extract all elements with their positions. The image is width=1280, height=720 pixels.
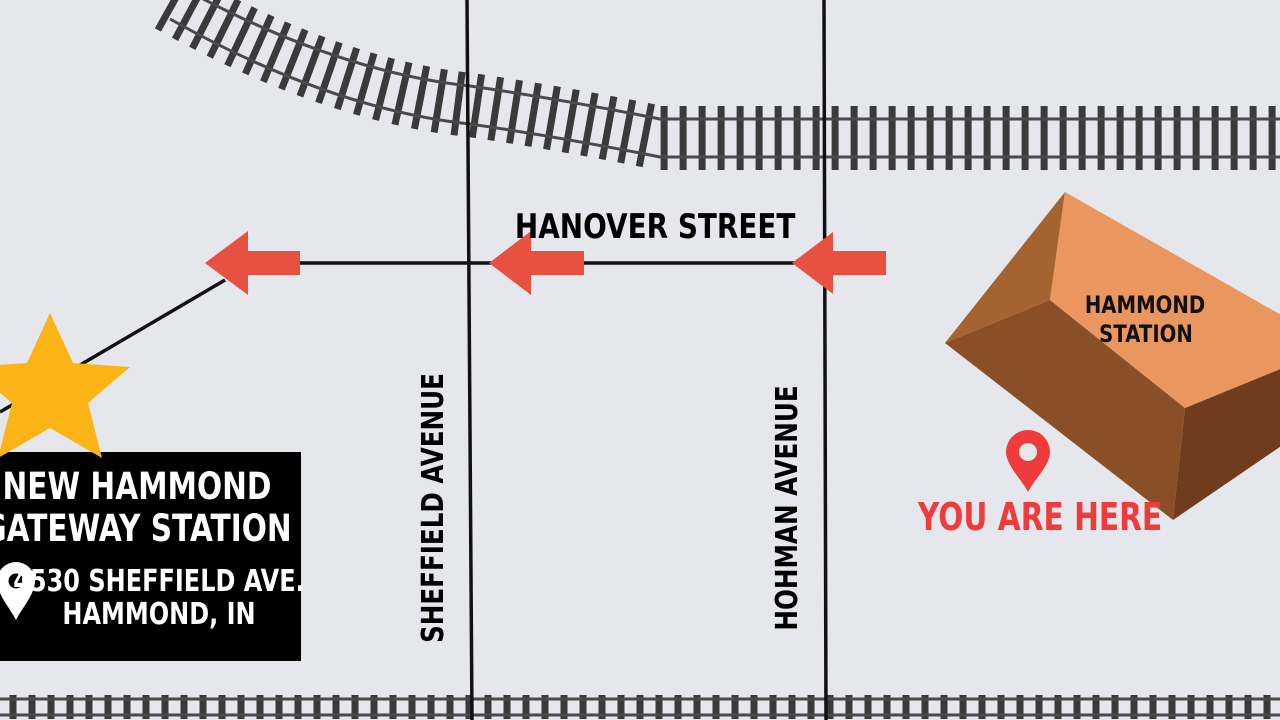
railroad-tie — [224, 6, 258, 68]
railroad-tie — [242, 13, 275, 76]
route-arrows — [205, 231, 886, 295]
location-pin-icon — [1006, 430, 1050, 492]
building-label-line2: STATION — [1099, 321, 1193, 348]
railroad-tie — [391, 61, 413, 126]
railroad-track-upper — [154, 0, 1280, 170]
destination-name-line2: GATEWAY STATION — [0, 507, 292, 550]
building-side-west — [945, 192, 1065, 343]
railroad-tie — [171, 0, 201, 41]
railroad-tie — [524, 82, 542, 147]
railroad-tie — [411, 65, 431, 130]
address-pin-icon — [0, 562, 35, 620]
railroad-tie — [278, 28, 309, 91]
railroad-track-lower — [0, 695, 1280, 719]
hohman-avenue-road — [822, 0, 828, 720]
direction-arrow-icon — [205, 231, 300, 295]
sheffield-avenue-label: SHEFFIELD AVENUE — [417, 373, 451, 643]
railroad-tie — [598, 95, 618, 161]
railroad-tie — [543, 85, 561, 151]
railroad-tie — [561, 89, 580, 154]
building-side-southeast — [1173, 369, 1280, 520]
building-label-line1: HAMMOND — [1085, 292, 1205, 319]
railroad-tie — [296, 35, 326, 98]
railroad-tie — [487, 76, 505, 141]
railroad-tie — [315, 41, 343, 105]
sheffield-avenue-road — [465, 0, 474, 720]
railroad-tie — [154, 0, 179, 32]
railroad-tie — [372, 57, 395, 121]
railroad-tie — [450, 71, 466, 136]
direction-arrow-icon — [792, 232, 886, 294]
building-side-southwest — [945, 300, 1185, 520]
railroad-tie — [635, 103, 655, 168]
destination-address-line1: 4530 SHEFFIELD AVE. — [13, 564, 305, 598]
railroad-tie — [353, 52, 378, 116]
railroad-tie — [334, 47, 360, 111]
railroad-tie — [189, 0, 222, 50]
direction-arrow-icon — [489, 231, 584, 295]
railroad-tie — [260, 21, 292, 84]
destination-label-box: NEW HAMMOND GATEWAY STATION 4530 SHEFFIE… — [0, 452, 305, 661]
building-roof — [1050, 192, 1280, 408]
you-are-here-label: YOU ARE HERE — [917, 495, 1162, 540]
hammond-station-building: HAMMOND STATION — [945, 192, 1280, 520]
railroad-tie — [506, 79, 523, 144]
railroad-tie — [617, 99, 637, 164]
destination-name-line1: NEW HAMMOND — [2, 465, 271, 508]
railroad-tie — [468, 73, 486, 139]
destination-address-line2: HAMMOND, IN — [62, 597, 255, 631]
hohman-avenue-label: HOHMAN AVENUE — [771, 385, 805, 630]
star-icon — [0, 313, 130, 458]
railroad-tie — [430, 68, 448, 133]
hanover-street-label: HANOVER STREET — [515, 207, 796, 246]
railroad-tie — [206, 0, 242, 59]
railroad-tie — [580, 92, 599, 157]
